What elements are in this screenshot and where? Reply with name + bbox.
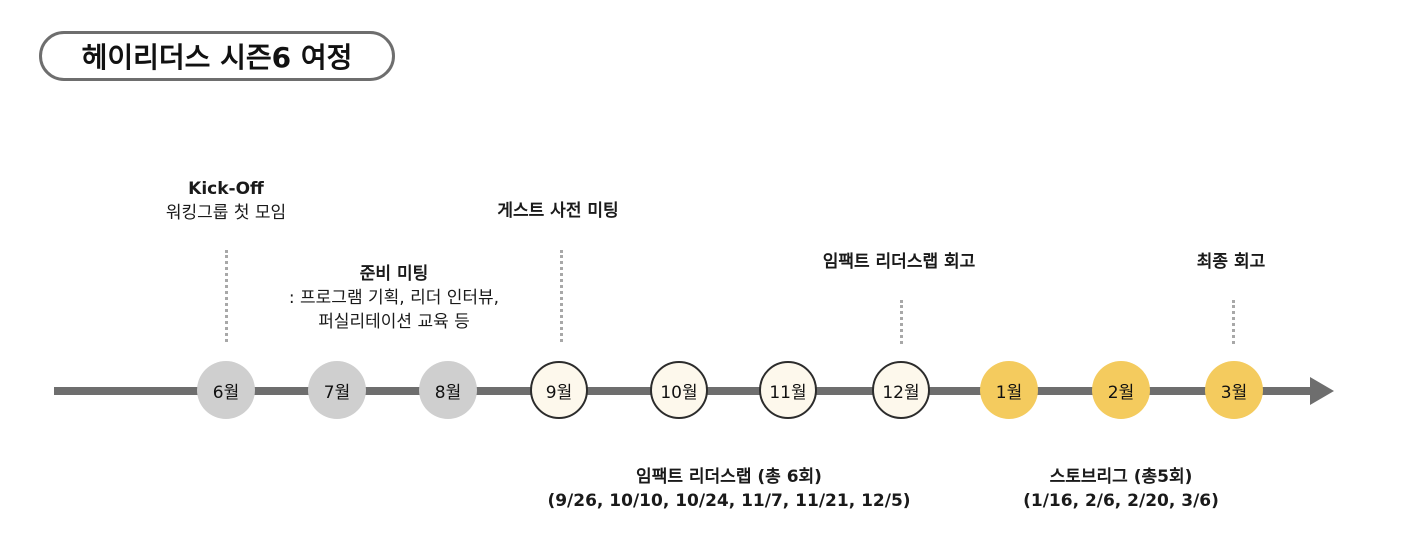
connector-final-review [1232, 300, 1235, 344]
event-impact-lab-title: 임팩트 리더스랩 (총 6회) [636, 467, 822, 487]
event-final-review-title: 최종 회고 [1196, 252, 1266, 272]
month-node-10: 10월 [650, 361, 708, 419]
event-impact-lab: 임팩트 리더스랩 (총 6회) (9/26, 10/10, 10/24, 11/… [547, 465, 910, 513]
connector-kickoff [225, 250, 228, 342]
event-stove-title: 스토브리그 (총5회) [1049, 467, 1193, 487]
month-node-6: 6월 [197, 361, 255, 419]
month-node-12: 12월 [872, 361, 930, 419]
event-kickoff-desc: 워킹그룹 첫 모임 [165, 203, 287, 223]
connector-guest [560, 250, 563, 342]
event-impact-lab-dates: (9/26, 10/10, 10/24, 11/7, 11/21, 12/5) [547, 491, 911, 511]
month-node-3: 3월 [1205, 361, 1263, 419]
connector-impact-review [900, 300, 903, 344]
event-prep-title: 준비 미팅 [359, 264, 429, 284]
page-title: 헤이리더스 시즌6 여정 [39, 31, 395, 81]
month-node-2: 2월 [1092, 361, 1150, 419]
event-stove-dates: (1/16, 2/6, 2/20, 3/6) [1023, 491, 1219, 511]
event-stove: 스토브리그 (총5회) (1/16, 2/6, 2/20, 3/6) [1023, 465, 1219, 513]
event-prep: 준비 미팅 : 프로그램 기획, 리더 인터뷰, 퍼실리테이션 교육 등 [289, 262, 499, 334]
event-prep-desc-1: : 프로그램 기획, 리더 인터뷰, [288, 288, 500, 308]
event-kickoff-title: Kick-Off [188, 179, 264, 199]
month-node-1: 1월 [980, 361, 1038, 419]
month-node-8: 8월 [419, 361, 477, 419]
month-node-7: 7월 [308, 361, 366, 419]
event-final-review: 최종 회고 [1197, 250, 1265, 274]
event-guest-title: 게스트 사전 미팅 [497, 201, 619, 221]
timeline-arrow-icon [1310, 377, 1334, 405]
event-impact-review: 임팩트 리더스랩 회고 [823, 250, 976, 274]
event-impact-review-title: 임팩트 리더스랩 회고 [822, 252, 976, 272]
month-node-11: 11월 [759, 361, 817, 419]
event-guest: 게스트 사전 미팅 [497, 199, 618, 223]
event-prep-desc-2: 퍼실리테이션 교육 등 [318, 312, 470, 332]
month-node-9: 9월 [530, 361, 588, 419]
event-kickoff: Kick-Off 워킹그룹 첫 모임 [166, 177, 286, 225]
